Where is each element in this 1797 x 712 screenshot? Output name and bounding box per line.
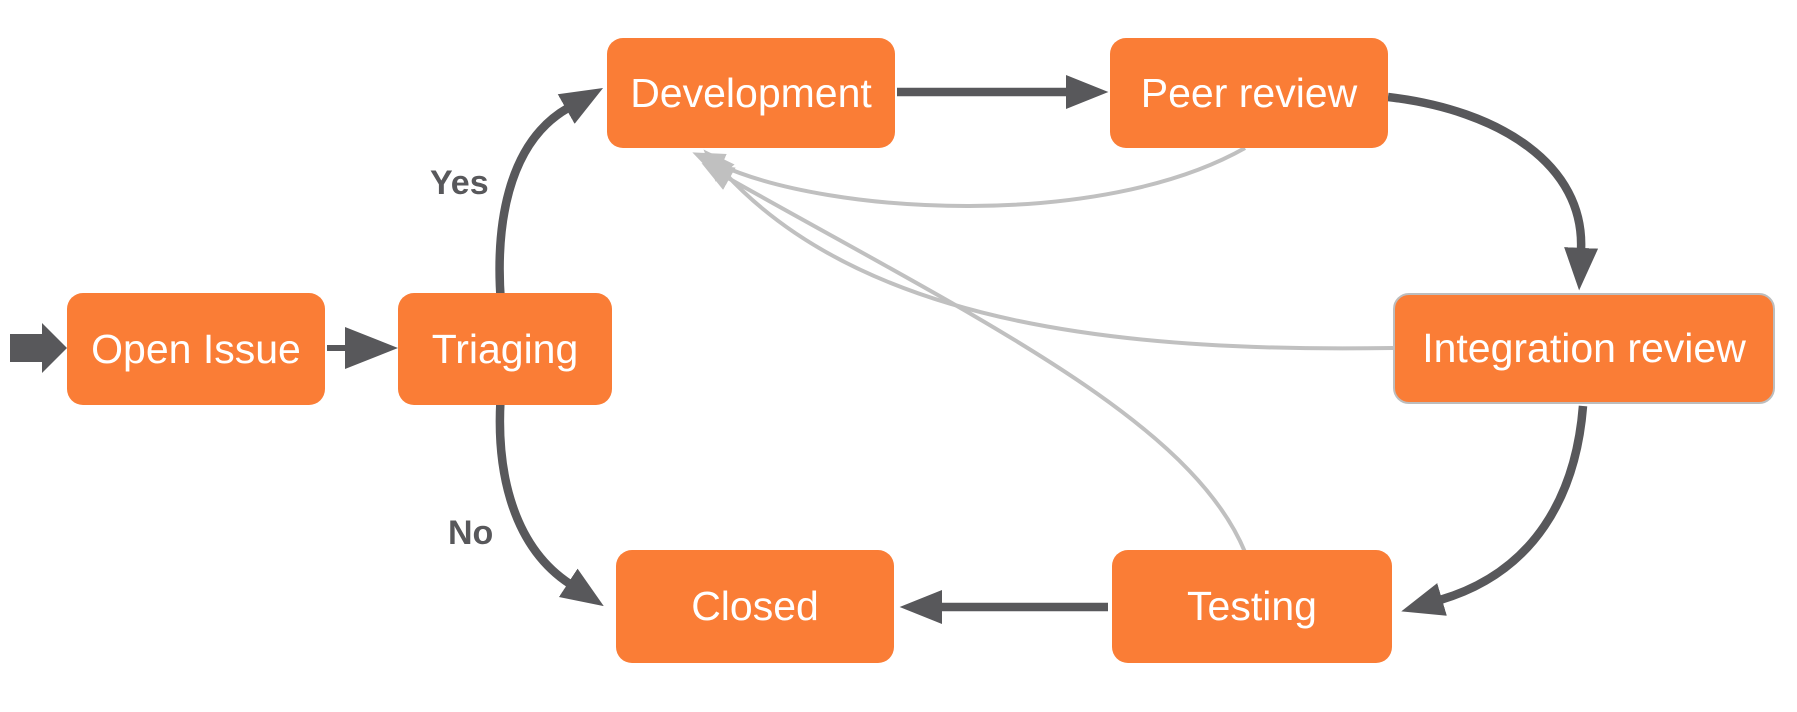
edge-label-no: No [448, 514, 494, 552]
node-development: Development [607, 38, 895, 148]
edge-start-open-issue [10, 323, 67, 373]
node-closed-label: Closed [691, 583, 819, 629]
node-testing: Testing [1112, 550, 1392, 663]
edge-open-issue-triaging [327, 327, 398, 369]
node-peer-review-label: Peer review [1140, 69, 1358, 116]
edge-peer-review-integration-review [1387, 92, 1599, 291]
edge-testing-development [701, 163, 1247, 553]
node-open-issue-label: Open Issue [91, 325, 301, 372]
node-integration-review-label: Integration review [1422, 325, 1746, 371]
node-triaging: Triaging [398, 293, 612, 405]
node-peer-review: Peer review [1110, 38, 1388, 148]
node-integration-review: Integration review [1393, 293, 1775, 404]
edge-label-yes: Yes [430, 164, 489, 202]
node-testing-label: Testing [1187, 583, 1317, 629]
edge-integration-review-testing [1401, 405, 1588, 616]
node-development-label: Development [630, 69, 872, 116]
edge-integration-review-development [703, 149, 1394, 351]
node-open-issue: Open Issue [67, 293, 325, 405]
node-triaging-label: Triaging [431, 325, 579, 372]
node-closed: Closed [616, 550, 894, 663]
edge-peer-review-development [692, 146, 1246, 208]
